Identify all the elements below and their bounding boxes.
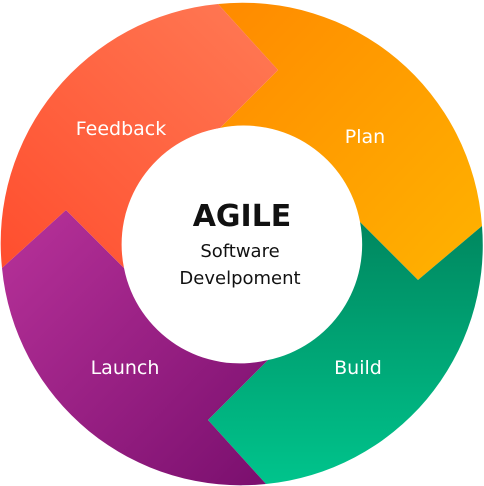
center-subtitle-line1: Software [200, 241, 279, 262]
segment-label-launch: Launch [91, 357, 160, 379]
segment-label-build: Build [334, 357, 382, 379]
center-subtitle-line2: Develpoment [179, 268, 300, 289]
segment-launch [2, 210, 268, 486]
segment-build [208, 222, 483, 484]
segment-plan [218, 2, 482, 281]
center-title: AGILE [193, 199, 292, 234]
segment-feedback [0, 4, 279, 268]
segment-label-plan: Plan [345, 126, 385, 148]
segment-label-feedback: Feedback [76, 118, 166, 140]
center-circle [124, 126, 360, 362]
